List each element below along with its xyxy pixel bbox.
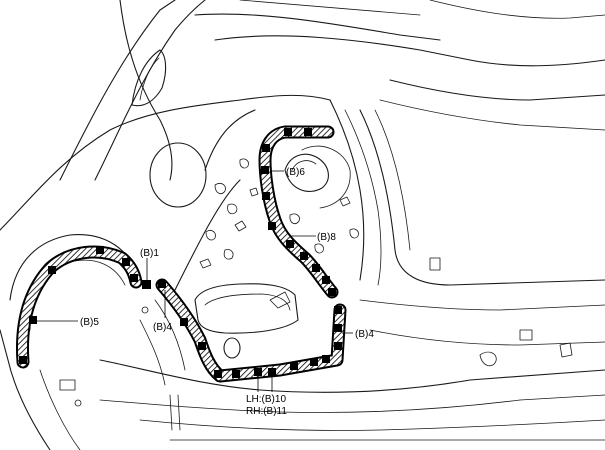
- inner-panel-hole-9: [289, 213, 300, 225]
- upper-boss-inner: [291, 160, 317, 171]
- label-b10: LH:(B)10: [246, 394, 286, 405]
- quarter-panel-outer: [0, 94, 331, 231]
- label-b8: (B)8: [317, 232, 336, 243]
- upper-boss-ring: [301, 145, 351, 209]
- sealant-band-b6-b8: [258, 125, 339, 299]
- upper-right-line-2: [239, 0, 421, 16]
- right-panel-lower-2: [369, 329, 605, 346]
- callout-labels: (B)1 (B)4 (B)4 (B)5 (B)6 (B)8 LH:(B)10 R…: [80, 167, 374, 417]
- upper-boss: [284, 153, 329, 192]
- roof-line: [59, 0, 176, 181]
- inner-panel-hole-2: [227, 203, 238, 215]
- leader-lines: [35, 170, 353, 392]
- label-b6: (B)6: [286, 167, 305, 178]
- clip-marks: [19, 128, 342, 378]
- right-body-edge-2: [374, 109, 411, 251]
- inner-panel-hole-11: [339, 196, 351, 207]
- inner-panel-hole-6: [199, 258, 212, 269]
- trunk-lip: [214, 35, 605, 67]
- right-body-edge: [359, 109, 605, 286]
- right-panel-lower: [359, 299, 605, 311]
- roof-inner-line: [94, 0, 206, 181]
- quarter-window: [131, 49, 167, 107]
- trunk-top-line: [194, 13, 441, 41]
- right-pillar-line: [329, 99, 365, 281]
- lower-panel-opening-inner: [204, 293, 291, 311]
- inner-panel-edge: [174, 179, 241, 291]
- c-pillar-edge: [119, 0, 173, 181]
- pipe-line: [169, 394, 173, 431]
- inner-panel-hole-3: [205, 230, 216, 241]
- sealant-band-b5: [16, 245, 143, 369]
- inner-panel-hole-1: [214, 183, 226, 195]
- right-pillar-line-2: [344, 109, 382, 286]
- inner-panel-left-edge: [204, 109, 256, 171]
- fuel-lid: [149, 142, 207, 208]
- inner-panel-hole-12: [349, 228, 359, 239]
- right-bracket-1: [429, 257, 441, 271]
- wheelhouse-detail-1: [139, 319, 166, 386]
- right-bracket-2: [479, 351, 497, 367]
- right-bracket-4: [559, 342, 573, 358]
- inner-panel-hole-7: [234, 220, 247, 232]
- label-b4-right: (B)4: [355, 329, 374, 340]
- upper-right-line: [429, 0, 605, 19]
- label-b5: (B)5: [80, 317, 99, 328]
- pipe-line-2: [177, 394, 181, 431]
- drain-plug: [223, 337, 241, 359]
- clip-b1: [142, 280, 151, 289]
- rear-deck-line-2: [379, 99, 605, 131]
- lower-panel-detail: [269, 291, 291, 309]
- right-bracket-3: [519, 329, 533, 341]
- small-hole-1: [141, 306, 149, 314]
- left-lower-edge-2: [39, 369, 81, 450]
- lower-panel-opening: [194, 283, 299, 334]
- label-b4-left: (B)4: [153, 322, 172, 333]
- label-b1: (B)1: [140, 248, 159, 259]
- small-hole-2: [74, 399, 82, 407]
- rear-deck-line: [389, 79, 605, 101]
- quarter-window-inner: [139, 57, 160, 101]
- rocker-line: [99, 359, 605, 393]
- inner-panel-hole-10: [314, 243, 324, 254]
- inner-panel-hole-5: [239, 158, 249, 169]
- wheelhouse-detail-2: [154, 299, 186, 371]
- lower-left-bracket: [59, 379, 76, 391]
- bumper-line: [139, 419, 605, 431]
- inner-panel-hole-8: [249, 187, 259, 197]
- inner-panel-hole-4: [223, 249, 234, 260]
- left-lower-edge: [0, 329, 51, 450]
- label-b11: RH:(B)11: [246, 406, 287, 417]
- rocker-line-2: [99, 394, 605, 413]
